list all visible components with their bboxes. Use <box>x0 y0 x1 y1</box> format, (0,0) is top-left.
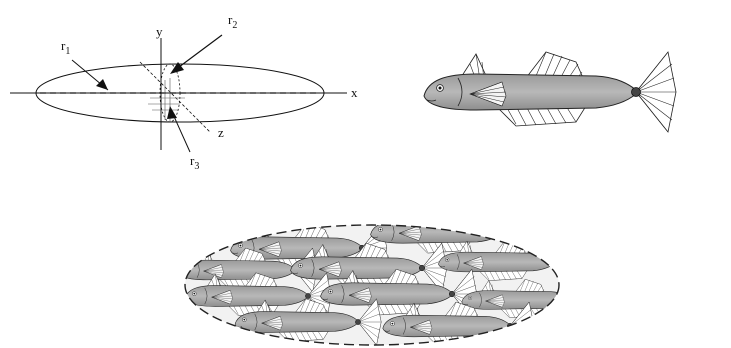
r2-arrow <box>170 35 222 74</box>
r2-label: r2 <box>228 12 237 31</box>
fish-icon <box>424 52 676 132</box>
r1-label: r1 <box>61 38 70 57</box>
r3-label: r3 <box>190 153 199 172</box>
r1-arrow <box>72 60 108 90</box>
x-axis-label: x <box>351 85 358 100</box>
ellipsoid-diagram: r1 r2 r3 y x z <box>10 12 358 172</box>
z-axis-label: z <box>218 125 224 140</box>
single-fish <box>424 52 676 132</box>
y-axis-label: y <box>156 24 163 39</box>
fish-school <box>178 207 592 348</box>
r3-arrow <box>167 106 190 152</box>
